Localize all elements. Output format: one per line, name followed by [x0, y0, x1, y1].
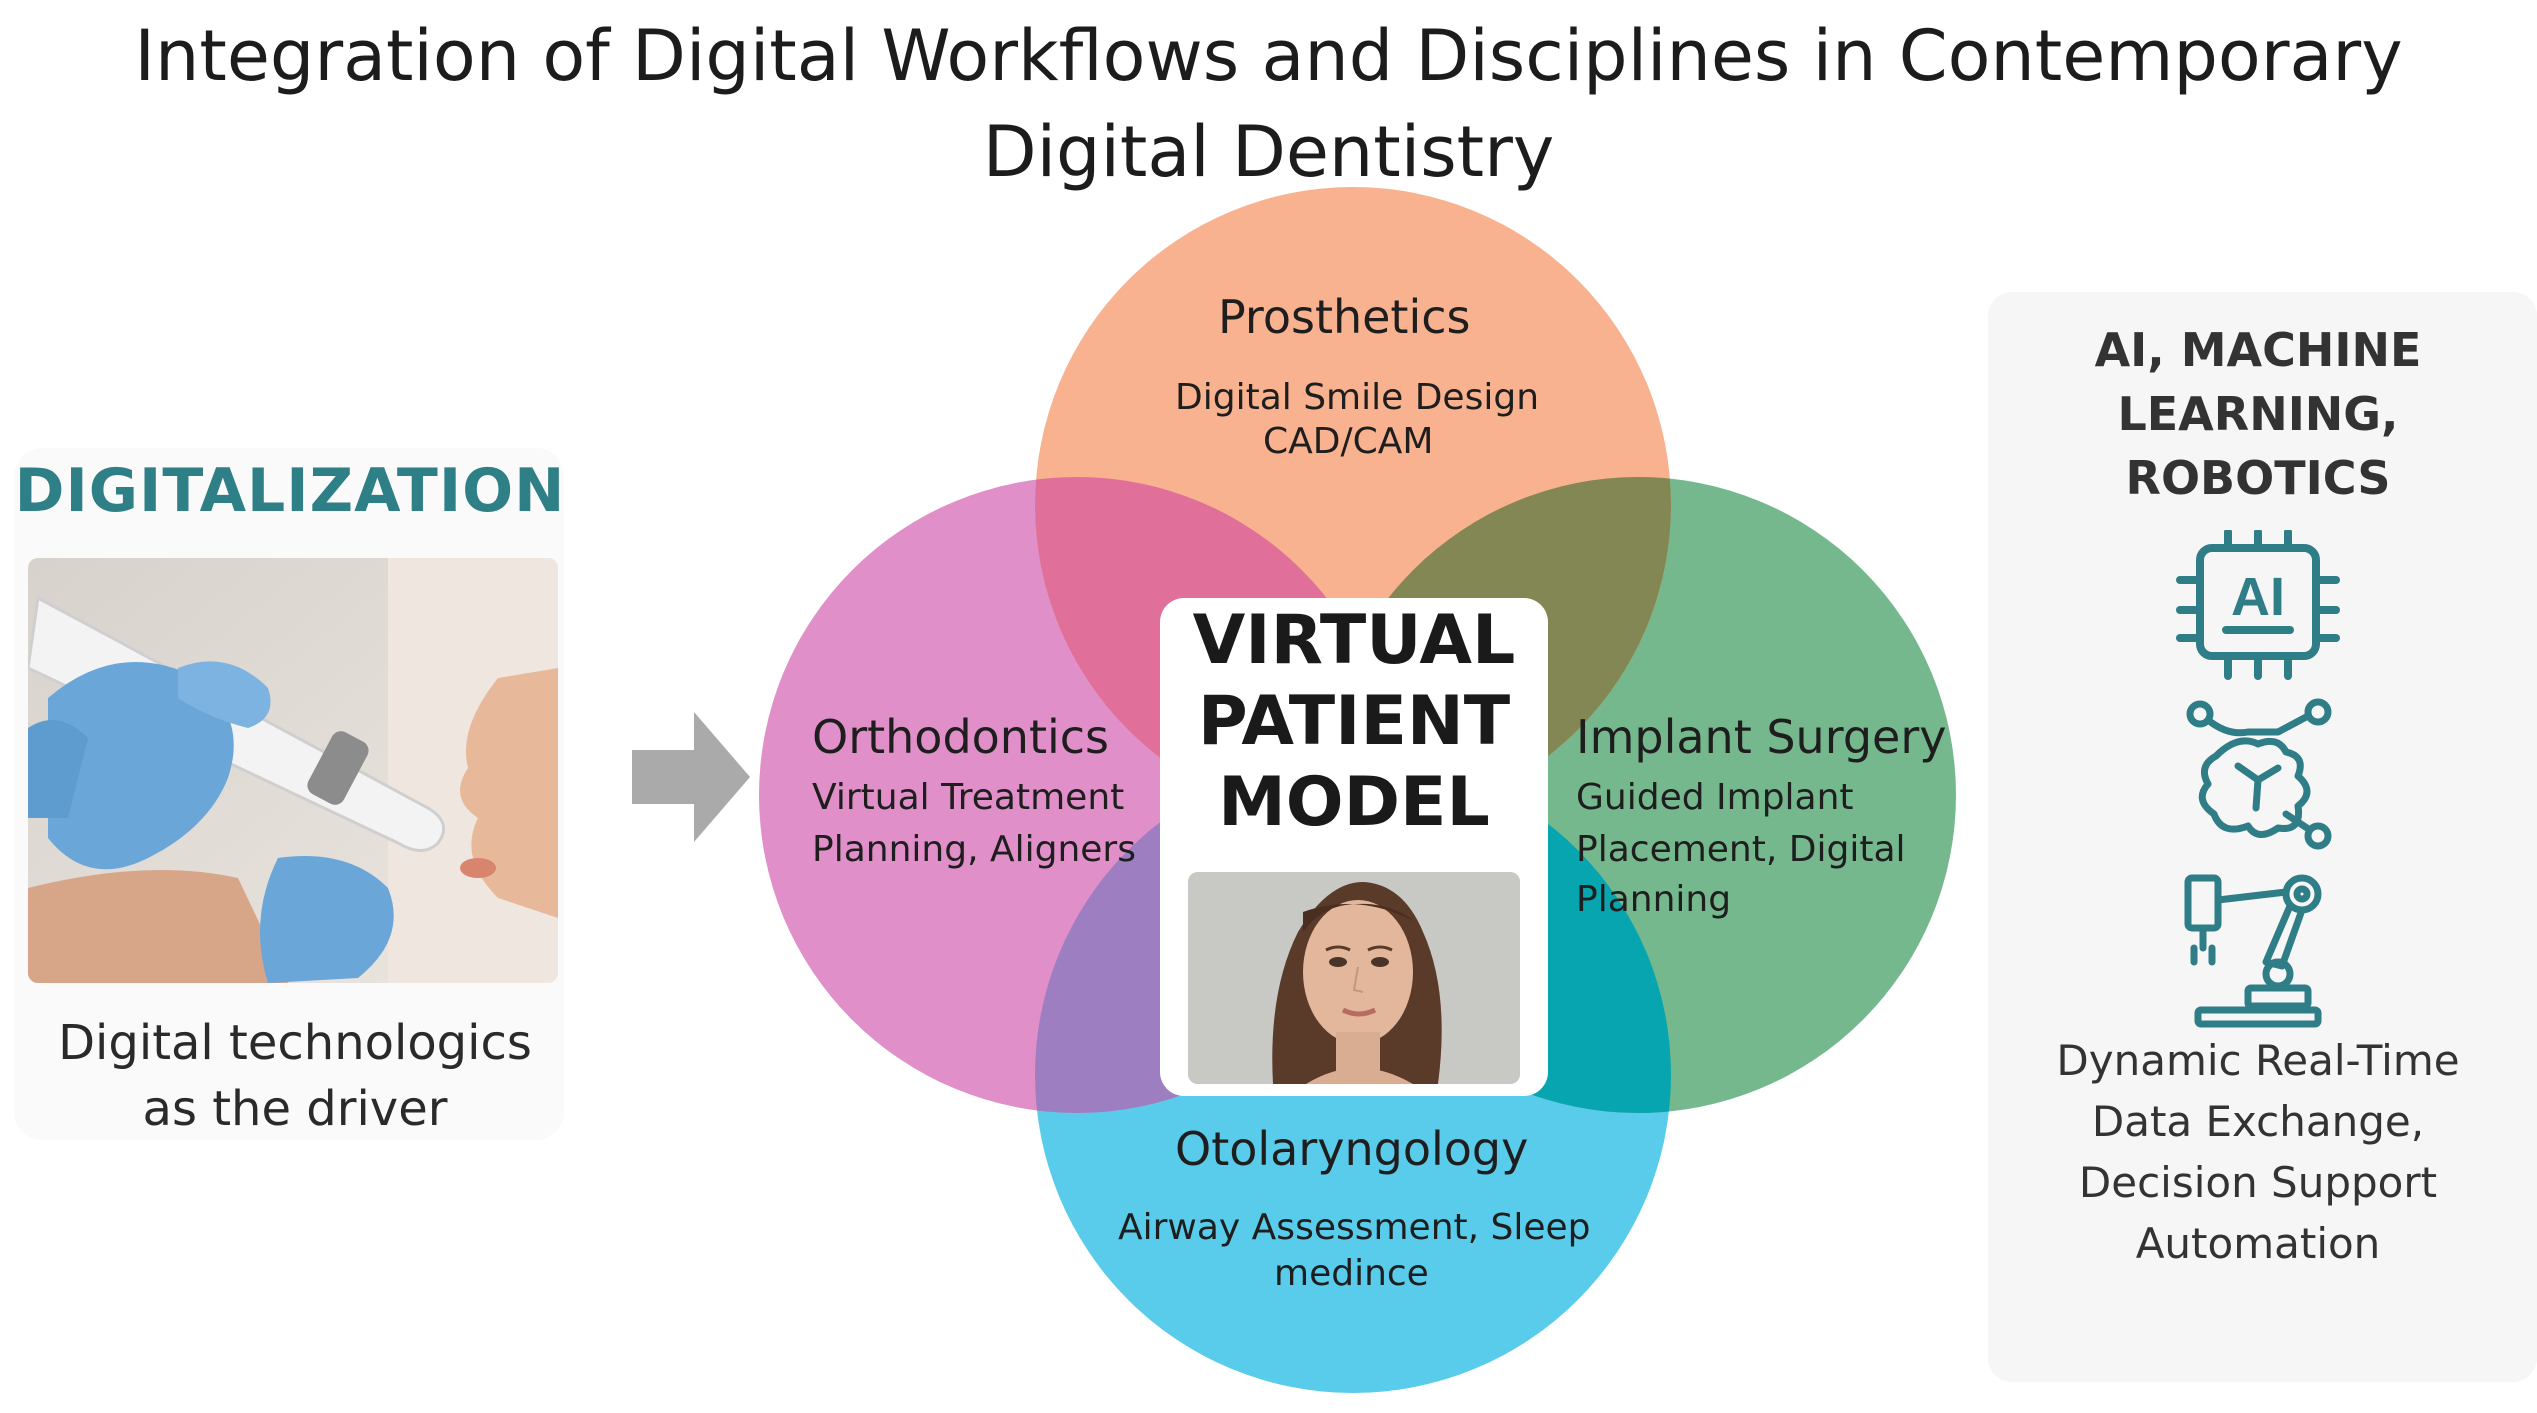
- title-line-2: Digital Dentistry: [982, 111, 1555, 193]
- neural-brain-icon: [2186, 698, 2332, 850]
- prosthetics-title: Prosthetics: [1218, 290, 1471, 344]
- digitalization-heading: DIGITALIZATION: [14, 456, 566, 526]
- patient-portrait: [1188, 872, 1520, 1084]
- otolaryngology-title: Otolaryngology: [1175, 1122, 1529, 1176]
- title-line-1: Integration of Digital Workflows and Dis…: [134, 15, 2403, 97]
- ai-chip-icon: AI: [2176, 530, 2340, 680]
- intraoral-scan-photo: [28, 558, 558, 983]
- page-title: Integration of Digital Workflows and Dis…: [0, 8, 2537, 200]
- implant-surgery-title: Implant Surgery: [1576, 710, 1947, 764]
- ai-heading-line-1: AI, MACHINE: [2094, 323, 2422, 377]
- ai-robotics-caption: Dynamic Real-Time Data Exchange, Decisio…: [1988, 1030, 2528, 1274]
- center-line-1: VIRTUAL: [1192, 601, 1516, 680]
- implant-surgery-sub-1: Guided Implant: [1576, 777, 1854, 818]
- otolaryngology-sub-1: Airway Assessment, Sleep: [1118, 1207, 1591, 1248]
- ai-caption-line-1: Dynamic Real-Time: [2056, 1036, 2460, 1085]
- ai-heading-line-3: ROBOTICS: [2125, 451, 2391, 505]
- prosthetics-sub-2: CAD/CAM: [1263, 421, 1434, 462]
- center-line-2: PATIENT: [1197, 682, 1511, 761]
- otolaryngology-sub-2: medince: [1274, 1253, 1429, 1294]
- arrow-right-icon: [632, 712, 750, 842]
- prosthetics-sub-1: Digital Smile Design: [1175, 377, 1540, 418]
- digitalization-caption-line-1: Digital technologics: [58, 1015, 532, 1071]
- ai-heading-line-2: LEARNING,: [2117, 387, 2399, 441]
- ai-chip-label: AI: [2231, 567, 2285, 627]
- virtual-patient-title: VIRTUAL PATIENT MODEL: [1160, 600, 1548, 843]
- digitalization-caption: Digital technologics as the driver: [20, 1010, 570, 1142]
- ai-caption-line-2: Data Exchange,: [2091, 1097, 2425, 1146]
- ai-caption-line-3: Decision Support: [2078, 1158, 2438, 1207]
- implant-surgery-sub-2: Placement, Digital: [1576, 829, 1906, 870]
- orthodontics-title: Orthodontics: [812, 710, 1110, 764]
- ai-robotics-heading: AI, MACHINE LEARNING, ROBOTICS: [1988, 318, 2528, 510]
- ai-caption-line-4: Automation: [2135, 1219, 2381, 1268]
- implant-surgery-sub-3: Planning: [1576, 879, 1732, 920]
- center-line-3: MODEL: [1218, 763, 1490, 842]
- orthodontics-sub-1: Virtual Treatment: [812, 777, 1125, 818]
- robot-arm-icon: [2184, 874, 2322, 1028]
- digitalization-caption-line-2: as the driver: [142, 1081, 448, 1137]
- orthodontics-sub-2: Planning, Aligners: [812, 829, 1136, 870]
